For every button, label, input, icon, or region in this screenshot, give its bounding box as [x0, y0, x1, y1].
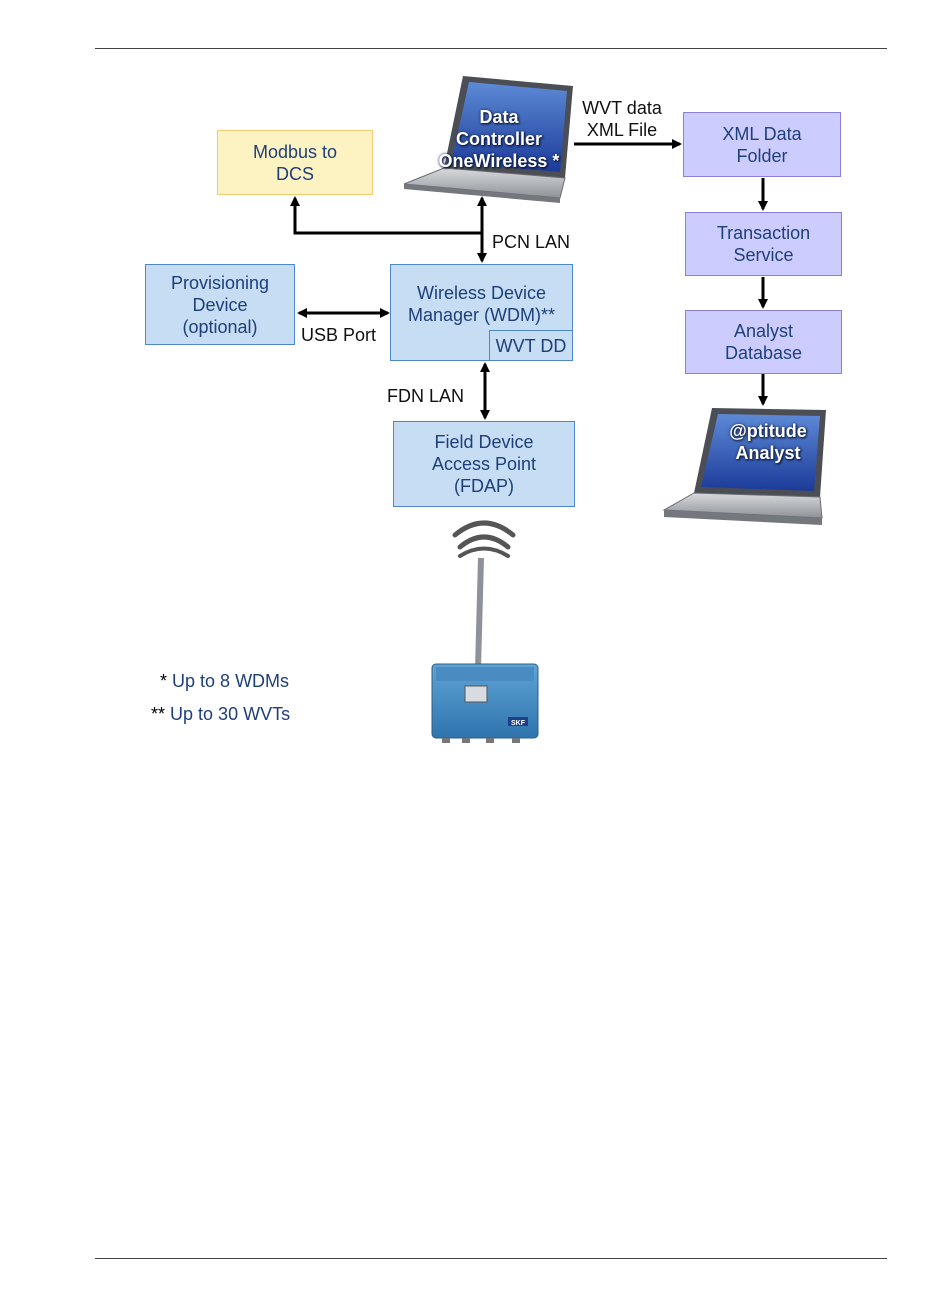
wvt-footnote: ** Up to 30 WVTs [151, 704, 290, 725]
fdn-lan-label: FDN LAN [387, 385, 464, 407]
device-brand-logo: SKF [511, 720, 526, 727]
aptitude-analyst-label: @ptitude Analyst [716, 420, 820, 464]
modbus-dcs-box: Modbus to DCS [217, 130, 373, 195]
wvt-dd-box: WVT DD [489, 330, 573, 361]
fdap-box: Field Device Access Point (FDAP) [393, 421, 575, 507]
wvt-device-image: SKF [432, 664, 538, 743]
wvt-data-xml-file-label: WVT data XML File [577, 97, 667, 141]
wireless-signal-icon [455, 523, 513, 556]
data-controller-label: Data Controller OneWireless * [434, 106, 564, 172]
wdm-footnote-marker: * [160, 671, 167, 691]
analyst-database-box: Analyst Database [685, 310, 842, 374]
antenna-mast [478, 558, 481, 668]
transaction-service-box: Transaction Service [685, 212, 842, 276]
provisioning-device-box: Provisioning Device (optional) [145, 264, 295, 345]
pcn-lan-label: PCN LAN [492, 231, 570, 253]
wdm-footnote-text: Up to 8 WDMs [172, 671, 289, 691]
wvt-footnote-marker: ** [151, 704, 165, 724]
xml-data-folder-box: XML Data Folder [683, 112, 841, 177]
wdm-footnote: * Up to 8 WDMs [160, 671, 289, 692]
wvt-footnote-text: Up to 30 WVTs [170, 704, 290, 724]
usb-port-label: USB Port [301, 324, 376, 346]
arrow-to-modbus [295, 198, 482, 233]
